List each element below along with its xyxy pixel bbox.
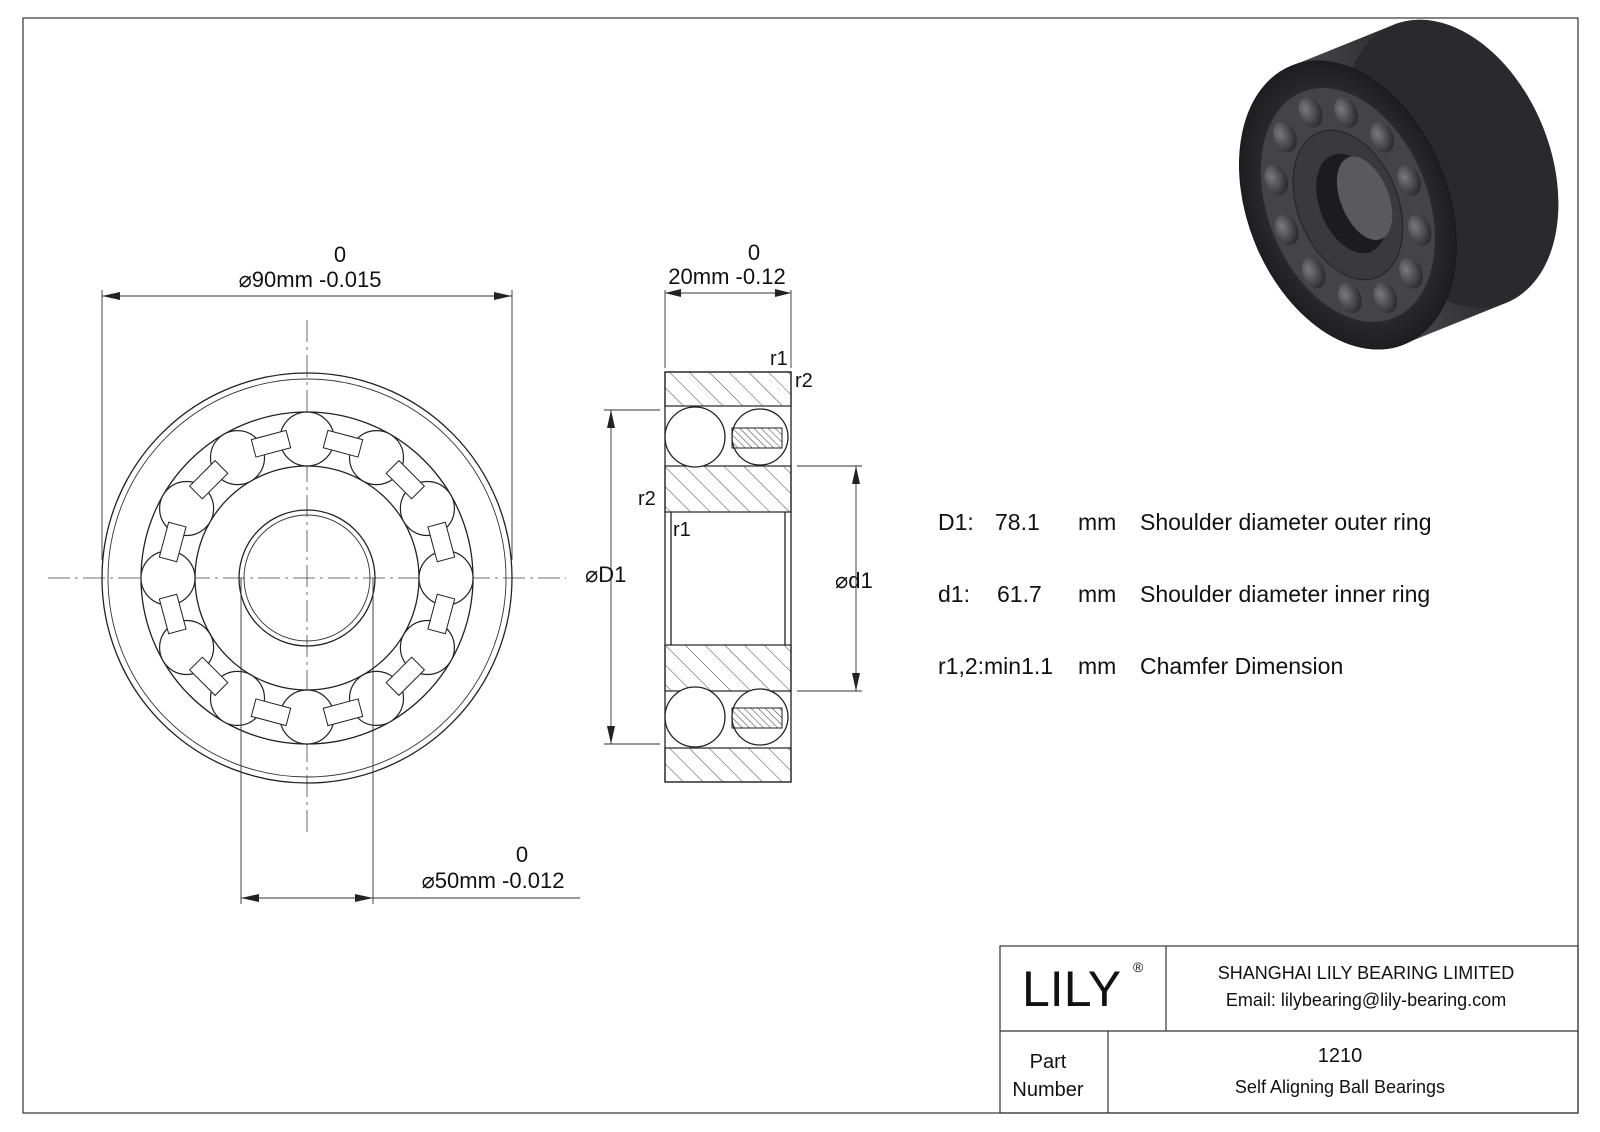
part-label-line1: Part: [1030, 1051, 1067, 1073]
spec-d1-key: d1:: [938, 581, 970, 607]
chamfer-label-r1-top: r1: [770, 348, 788, 370]
render-ball: [1370, 121, 1395, 153]
inner-ring-section-top: [664, 465, 792, 513]
bore-dimension-label: ⌀50mm -0.012: [422, 868, 565, 893]
cage-bridge: [322, 698, 364, 727]
outer-ring-outer-edge: [101, 372, 513, 784]
cage-bridge: [158, 593, 187, 635]
drawing-frame: [22, 17, 1579, 1114]
render-ball: [1397, 164, 1421, 196]
render-ball: [1334, 96, 1358, 128]
render-ball: [1373, 282, 1398, 314]
cage-bridge: [250, 429, 292, 458]
part-number: 1210: [1318, 1045, 1363, 1067]
cage-bridge: [427, 521, 456, 563]
cage-bridge: [250, 698, 292, 727]
render-ball: [1273, 121, 1297, 153]
bore-edge: [238, 509, 376, 647]
spec-D1-value: 78.1: [995, 509, 1040, 535]
registered-mark: ®: [1133, 959, 1144, 975]
render-bore-inner-wall: [1336, 156, 1393, 241]
bore-chamfer: [243, 514, 371, 642]
width-upper-tolerance: 0: [748, 240, 760, 265]
render-ball: [1337, 282, 1362, 314]
chamfer-label-r1-left: r1: [673, 519, 691, 541]
cage-bridge: [188, 459, 229, 500]
inner-ring-section-bottom: [664, 644, 792, 692]
chamfer-label-r2-left: r2: [638, 488, 656, 510]
spec-r-key: r1,2:min1.1: [938, 653, 1053, 679]
D1-dimension-label: ⌀D1: [585, 562, 626, 587]
part-label-line2: Number: [1012, 1079, 1083, 1101]
spec-r-desc: Chamfer Dimension: [1140, 653, 1343, 679]
spec-r-unit: mm: [1078, 653, 1116, 679]
cage-bridge: [427, 593, 456, 635]
od-dimension-label: ⌀90mm -0.015: [239, 267, 382, 292]
cage-bridge: [385, 459, 426, 500]
render-ball: [1298, 96, 1323, 128]
spec-table: D1: 78.1 mm Shoulder diameter outer ring…: [938, 509, 1432, 679]
width-dimension-label: 20mm -0.12: [668, 264, 785, 289]
section-ball-top-left: [664, 406, 726, 468]
render-ball: [1274, 214, 1299, 246]
cage-bridge: [322, 429, 364, 458]
render-ball-set: [1264, 96, 1432, 314]
company-email: Email: lilybearing@lily-bearing.com: [1226, 990, 1506, 1010]
chamfer-label-r2-top: r2: [795, 370, 813, 392]
render-ball: [1301, 257, 1326, 289]
spec-d1-unit: mm: [1078, 581, 1116, 607]
spec-d1-desc: Shoulder diameter inner ring: [1140, 581, 1430, 607]
render-ball: [1399, 257, 1423, 289]
bore-upper-tolerance: 0: [516, 842, 528, 867]
section-ball-bottom-left: [664, 686, 726, 748]
spec-d1-value: 61.7: [997, 581, 1042, 607]
company-name: SHANGHAI LILY BEARING LIMITED: [1218, 963, 1514, 983]
render-ball: [1264, 164, 1288, 196]
spec-D1-unit: mm: [1078, 509, 1116, 535]
cage: [158, 429, 456, 727]
front-view: 0 ⌀90mm -0.015 0 ⌀50mm -0.012: [48, 242, 580, 904]
outer-ring-section-bottom: [664, 747, 792, 783]
outer-ring-section-top: [664, 371, 792, 407]
title-block-frame: [999, 945, 1579, 1114]
cage-section-bottom: [731, 707, 783, 729]
company-logo: LILY: [1022, 961, 1121, 1017]
spec-D1-key: D1:: [938, 509, 974, 535]
render-ball: [1407, 214, 1432, 246]
title-block: LILY ® SHANGHAI LILY BEARING LIMITED Ema…: [999, 945, 1579, 1114]
cage-bridge: [188, 656, 229, 697]
cage-section-top: [731, 427, 783, 449]
d1-dimension-label: ⌀d1: [835, 568, 873, 593]
outer-ring-chamfer: [107, 378, 507, 778]
cage-bridge: [158, 521, 187, 563]
od-upper-tolerance: 0: [334, 242, 346, 267]
spec-D1-desc: Shoulder diameter outer ring: [1140, 509, 1432, 535]
cage-bridge: [385, 656, 426, 697]
section-view: r1 r2 r2 r1 0 20mm -0.12 ⌀D1 ⌀d1: [585, 240, 873, 783]
bearing-3d-render: [1238, 19, 1559, 350]
part-type: Self Aligning Ball Bearings: [1235, 1077, 1445, 1097]
